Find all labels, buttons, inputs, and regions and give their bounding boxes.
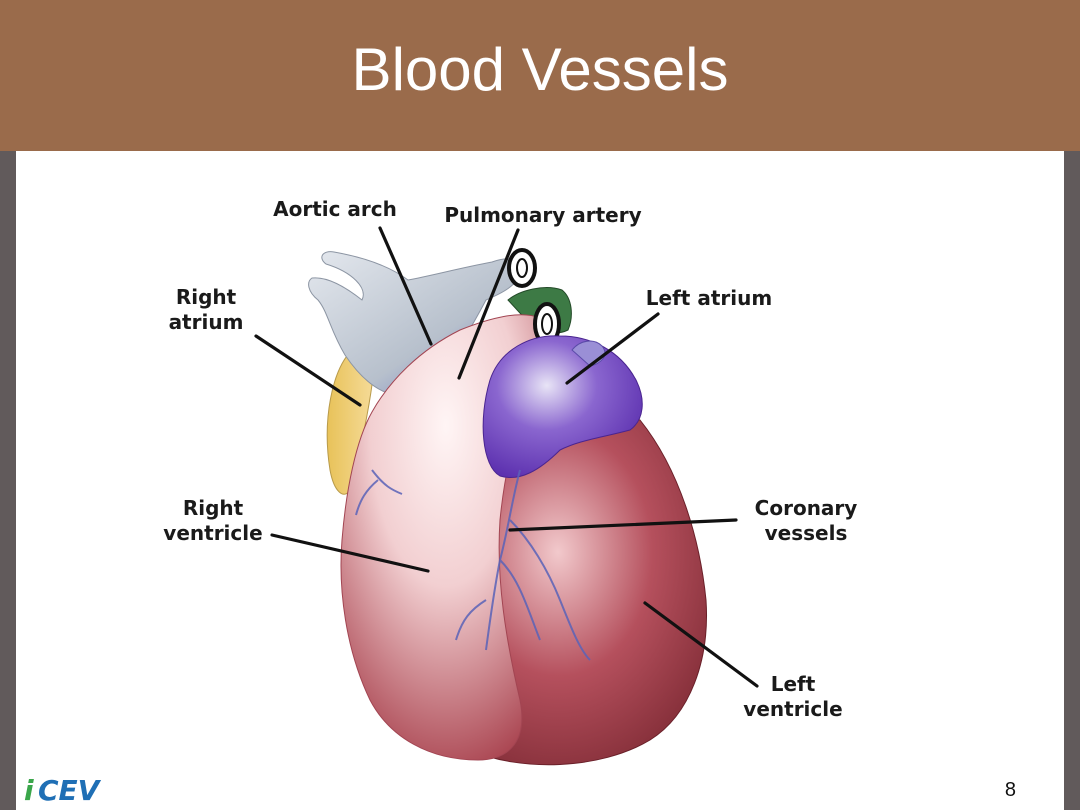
slide-header: Blood Vessels	[0, 0, 1080, 151]
label-coronary-vessels-line2: vessels	[765, 521, 848, 545]
leader-left-atrium	[565, 312, 660, 385]
coronary-vessels-shape	[355, 469, 591, 661]
leader-right-atrium	[254, 334, 362, 407]
leader-left-ventricle	[643, 601, 759, 688]
leader-aortic-arch	[378, 226, 433, 346]
label-left-ventricle-line2: ventricle	[743, 697, 842, 721]
label-pulmonary-artery: Pulmonary artery	[444, 203, 641, 227]
left-side-bar	[0, 151, 16, 810]
right-atrium-shape	[326, 349, 376, 495]
leader-coronary-vessels	[508, 518, 738, 532]
left-atrium-shape	[482, 335, 643, 478]
page-number: 8	[1004, 779, 1016, 801]
leader-pulmonary-artery	[457, 228, 520, 380]
right-side-bar	[1064, 151, 1080, 810]
icev-logo-cev: CEV	[38, 774, 102, 806]
label-left-atrium: Left atrium	[646, 286, 772, 310]
label-aortic-arch: Aortic arch	[273, 197, 397, 221]
leader-right-ventricle	[270, 533, 430, 573]
label-right-ventricle-line1: Right	[183, 496, 244, 520]
icev-logo: i CEV	[24, 774, 102, 806]
label-right-atrium-line1: Right	[176, 285, 237, 309]
slide-title: Blood Vessels	[351, 36, 729, 103]
label-coronary-vessels-line1: Coronary	[755, 496, 858, 520]
icev-logo-i: i	[24, 774, 34, 806]
label-right-atrium-line2: atrium	[169, 310, 244, 334]
label-left-ventricle-line1: Left	[771, 672, 816, 696]
label-right-ventricle-line2: ventricle	[163, 521, 262, 545]
